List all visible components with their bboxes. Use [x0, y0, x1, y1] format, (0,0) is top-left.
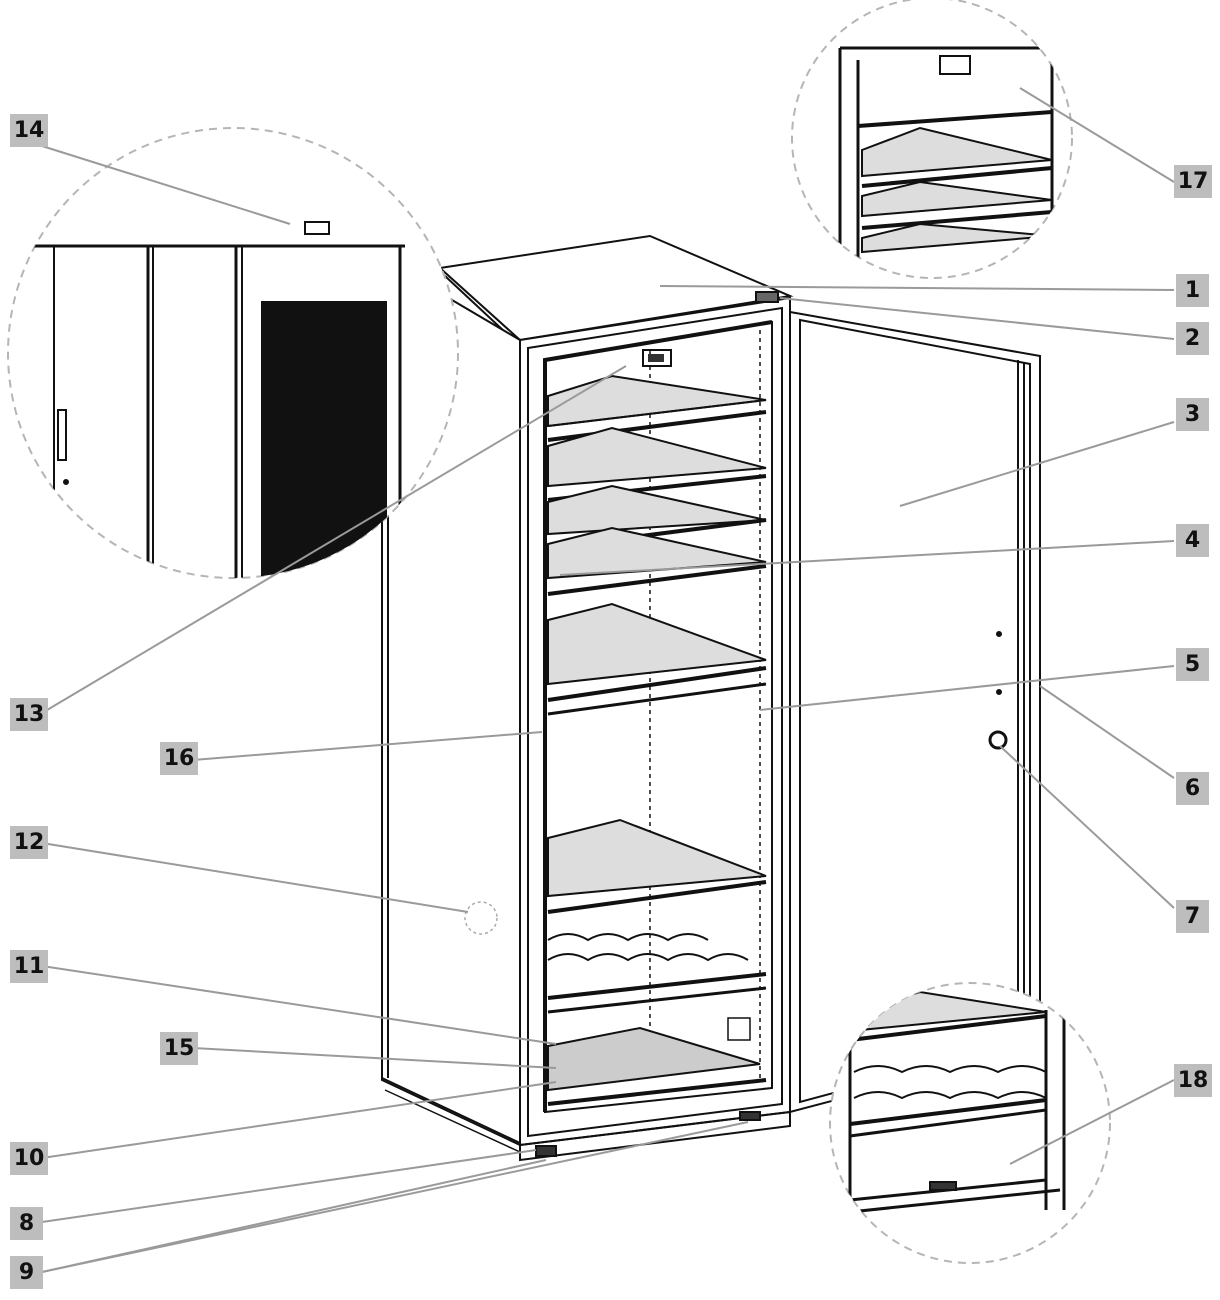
shelf-group [547, 374, 767, 1106]
callout-1: 1 [1176, 274, 1209, 307]
drain-hole-marker [464, 901, 498, 935]
callout-6: 6 [1176, 772, 1209, 805]
callout-15: 15 [160, 1032, 198, 1065]
callout-11: 11 [10, 950, 48, 983]
callout-8: 8 [10, 1207, 43, 1240]
callout-16: 16 [160, 742, 198, 775]
callout-14: 14 [10, 114, 48, 147]
detail-view-left [7, 127, 459, 579]
callout-2: 2 [1176, 322, 1209, 355]
leader-lines [41, 87, 1175, 1273]
lock-icon [988, 730, 1008, 750]
callout-5: 5 [1176, 648, 1209, 681]
callout-17: 17 [1174, 165, 1212, 198]
callout-13: 13 [10, 698, 48, 731]
callout-3: 3 [1176, 398, 1209, 431]
callout-18: 18 [1174, 1064, 1212, 1097]
callout-10: 10 [10, 1142, 48, 1175]
detail-view-bottom [829, 982, 1111, 1264]
callout-12: 12 [10, 826, 48, 859]
callout-7: 7 [1176, 900, 1209, 933]
callout-4: 4 [1176, 524, 1209, 557]
detail-view-top [791, 0, 1073, 279]
callout-9: 9 [10, 1256, 43, 1289]
